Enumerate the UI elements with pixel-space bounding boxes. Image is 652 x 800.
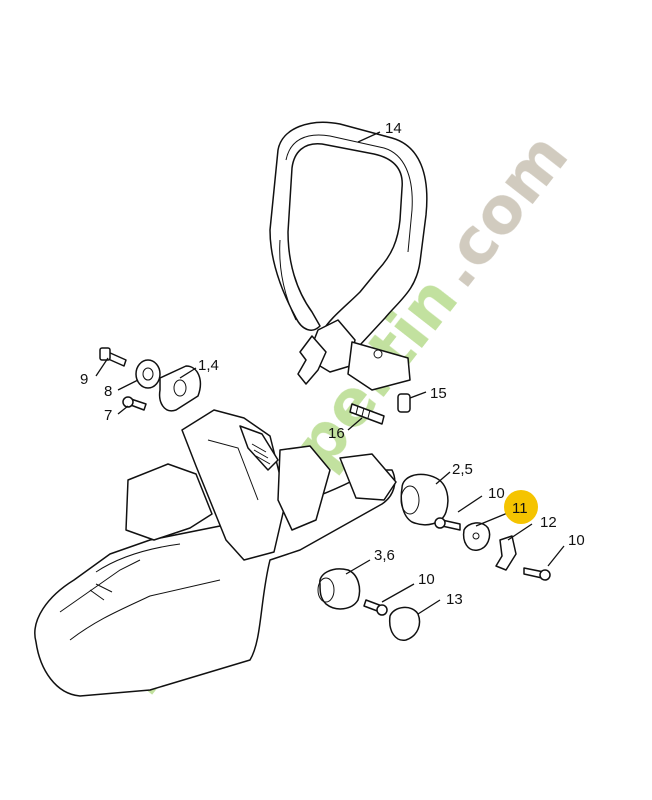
leader-14 (357, 131, 381, 143)
callout-16: 16 (328, 425, 345, 442)
handlebar-part-14 (269, 121, 428, 391)
leader-11 (475, 511, 511, 527)
callout-7: 7 (104, 407, 112, 424)
callout-11: 11 (512, 500, 528, 517)
callout-labels: 14 9 8 7 1,4 15 16 2,5 10 11 12 10 3,6 1… (80, 120, 585, 608)
callout-13: 13 (446, 591, 463, 608)
rear-handle-housing (34, 409, 397, 697)
leader-16 (347, 417, 363, 431)
callout-9: 9 (80, 371, 88, 388)
leader-8 (117, 379, 139, 391)
leader-10-a (457, 495, 483, 513)
watermark-text-4: .com (418, 120, 583, 302)
callout-3-6: 3,6 (374, 547, 395, 564)
leader-15 (409, 391, 427, 399)
highlight-circle-11 (504, 490, 538, 524)
callout-10-a: 10 (488, 485, 505, 502)
callout-14: 14 (385, 120, 402, 137)
parts-10-11-12 (434, 517, 551, 581)
leader-10-b (547, 545, 565, 567)
leader-1-4 (179, 367, 197, 379)
callout-15: 15 (430, 385, 447, 402)
callout-12: 12 (540, 514, 557, 531)
leader-9 (95, 357, 109, 377)
parts-10-13 (363, 599, 421, 641)
screws-15-16 (349, 393, 411, 425)
leader-3-6 (345, 559, 371, 575)
small-parts-left (99, 347, 202, 412)
leader-2-5 (435, 471, 451, 485)
callout-10-c: 10 (418, 571, 435, 588)
callout-1-4: 1,4 (198, 357, 219, 374)
callout-2-5: 2,5 (452, 461, 473, 478)
leader-7 (117, 405, 129, 415)
callout-8: 8 (104, 383, 112, 400)
leader-lines (95, 131, 565, 615)
leader-10-c (381, 583, 415, 603)
leader-12 (507, 523, 533, 541)
buffer-part-3-6 (317, 568, 361, 610)
buffer-part-2-5 (400, 473, 449, 526)
leader-13 (417, 599, 441, 615)
callout-10-b: 10 (568, 532, 585, 549)
